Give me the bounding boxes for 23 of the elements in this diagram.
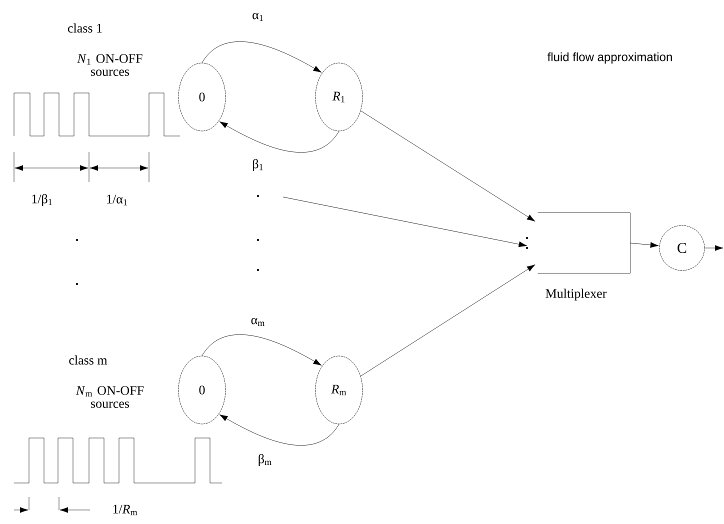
- edge-label: α$_{m}$: [250, 317, 266, 327]
- edge-label: β$_{1}$: [251, 158, 265, 172]
- arrow: [704, 245, 724, 251]
- arrow: [360, 110, 536, 222]
- title-text: fluid flow approximation: [547, 52, 672, 64]
- node-caption: Multiplexer: [546, 288, 607, 300]
- source-label: N$_{1}$ ON-OFF sources: [77, 54, 142, 76]
- arrow: [219, 121, 340, 152]
- period-label: 1/β$_{1}$: [32, 194, 52, 206]
- period-label: 1/α$_{1}$: [107, 194, 127, 206]
- arrow: [282, 196, 528, 248]
- edge-label: α$_{1}$: [251, 12, 265, 22]
- multiplexer-box: [538, 212, 630, 274]
- class-label: class 1: [68, 23, 102, 33]
- class-label: class m: [69, 355, 108, 365]
- arrow: [202, 334, 322, 366]
- arrow: [360, 264, 536, 376]
- arrow: [630, 242, 659, 248]
- arrow: [219, 414, 340, 446]
- arrow: [202, 42, 322, 73]
- edge-label: β$_{m}$: [256, 453, 274, 467]
- period-label: 1/R$_{m}$: [113, 504, 138, 516]
- source-label: N$_{m}$ ON-OFF sources: [76, 386, 144, 408]
